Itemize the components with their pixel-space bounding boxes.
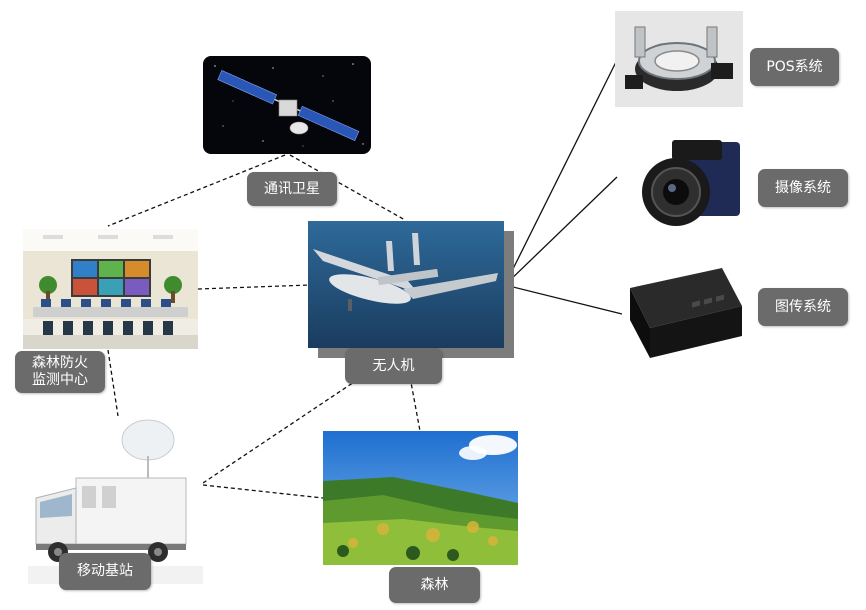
satellite-label: 通讯卫星 [247, 172, 337, 206]
transmitter-box-icon [622, 258, 746, 366]
link-uav-pos [504, 59, 618, 286]
camera-icon [632, 136, 744, 232]
uav-image [308, 221, 504, 348]
satellite-image [203, 56, 371, 154]
gimbal-icon [615, 11, 743, 107]
pos-system-image [615, 11, 743, 107]
forest-icon [323, 431, 518, 565]
satellite-icon [203, 56, 371, 154]
link-satellite-control-center [107, 154, 286, 227]
link-uav-camera [504, 176, 618, 286]
pos-system-label: POS系统 [750, 48, 839, 86]
image-transmission-image [622, 258, 746, 366]
link-uav-transmission [504, 284, 623, 315]
forest-label: 森林 [389, 567, 480, 603]
camera-system-image [632, 136, 744, 232]
control-center-label: 森林防火 监测中心 [15, 351, 105, 393]
link-mobile-station-forest [202, 484, 324, 499]
uav-label: 无人机 [345, 348, 442, 384]
camera-system-label: 摄像系统 [758, 169, 848, 207]
forest-image [323, 431, 518, 565]
image-transmission-label: 图传系统 [758, 288, 848, 326]
control-center-image [23, 229, 198, 349]
link-mobile-station-uav [202, 347, 406, 484]
link-satellite-uav [289, 154, 406, 221]
uav-icon [308, 221, 504, 348]
control-room-icon [23, 229, 198, 349]
mobile-station-label: 移动基站 [59, 553, 151, 590]
link-control-center-uav [197, 284, 311, 290]
link-control-center-mobile-station [107, 349, 119, 417]
